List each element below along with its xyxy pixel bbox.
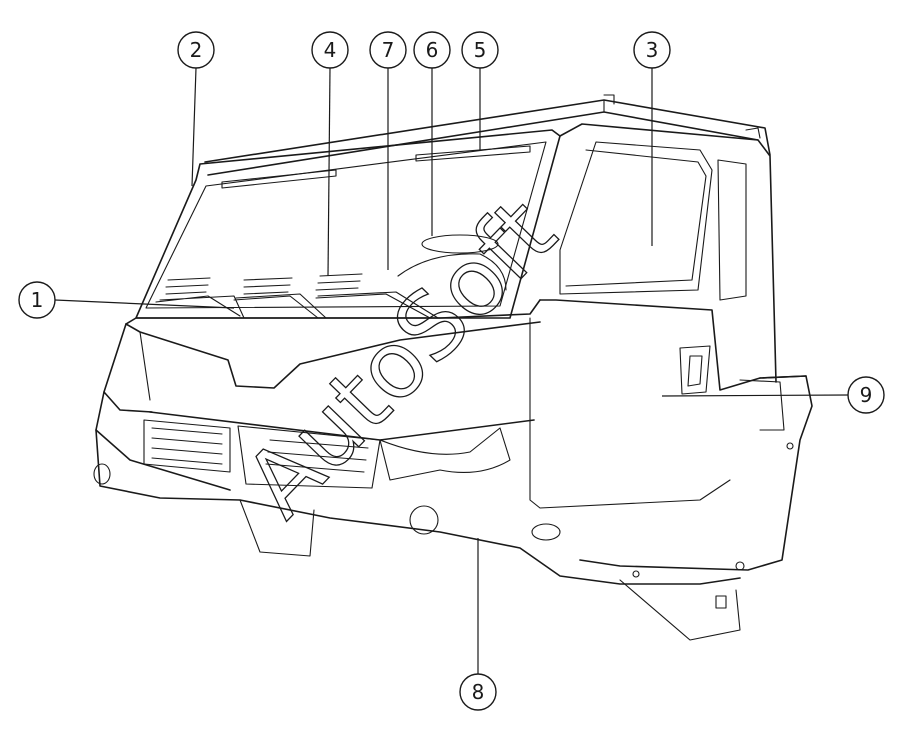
callout-7: 7 (369, 31, 407, 69)
callout-2: 2 (177, 31, 215, 69)
leader-9 (661, 394, 849, 397)
callout-4-label: 4 (324, 38, 337, 62)
leader-4 (327, 67, 331, 277)
callout-5: 5 (461, 31, 499, 69)
leader-2 (191, 67, 197, 187)
callout-1: 1 (18, 281, 56, 319)
leader-lines (54, 67, 849, 674)
callout-7-label: 7 (382, 38, 395, 62)
cab-drawing (93, 94, 813, 641)
callout-3-label: 3 (646, 38, 659, 62)
callout-8-label: 8 (472, 680, 485, 704)
callout-8: 8 (459, 673, 497, 711)
callout-5-label: 5 (474, 38, 487, 62)
callout-3: 3 (633, 31, 671, 69)
callout-9: 9 (847, 376, 885, 414)
callout-9-label: 9 (860, 383, 873, 407)
callout-4: 4 (311, 31, 349, 69)
callout-6-label: 6 (426, 38, 439, 62)
callout-6: 6 (413, 31, 451, 69)
leader-1 (54, 299, 235, 309)
callout-1-label: 1 (31, 288, 44, 312)
watermark-text: AutoSoft (225, 179, 576, 538)
callout-2-label: 2 (190, 38, 203, 62)
